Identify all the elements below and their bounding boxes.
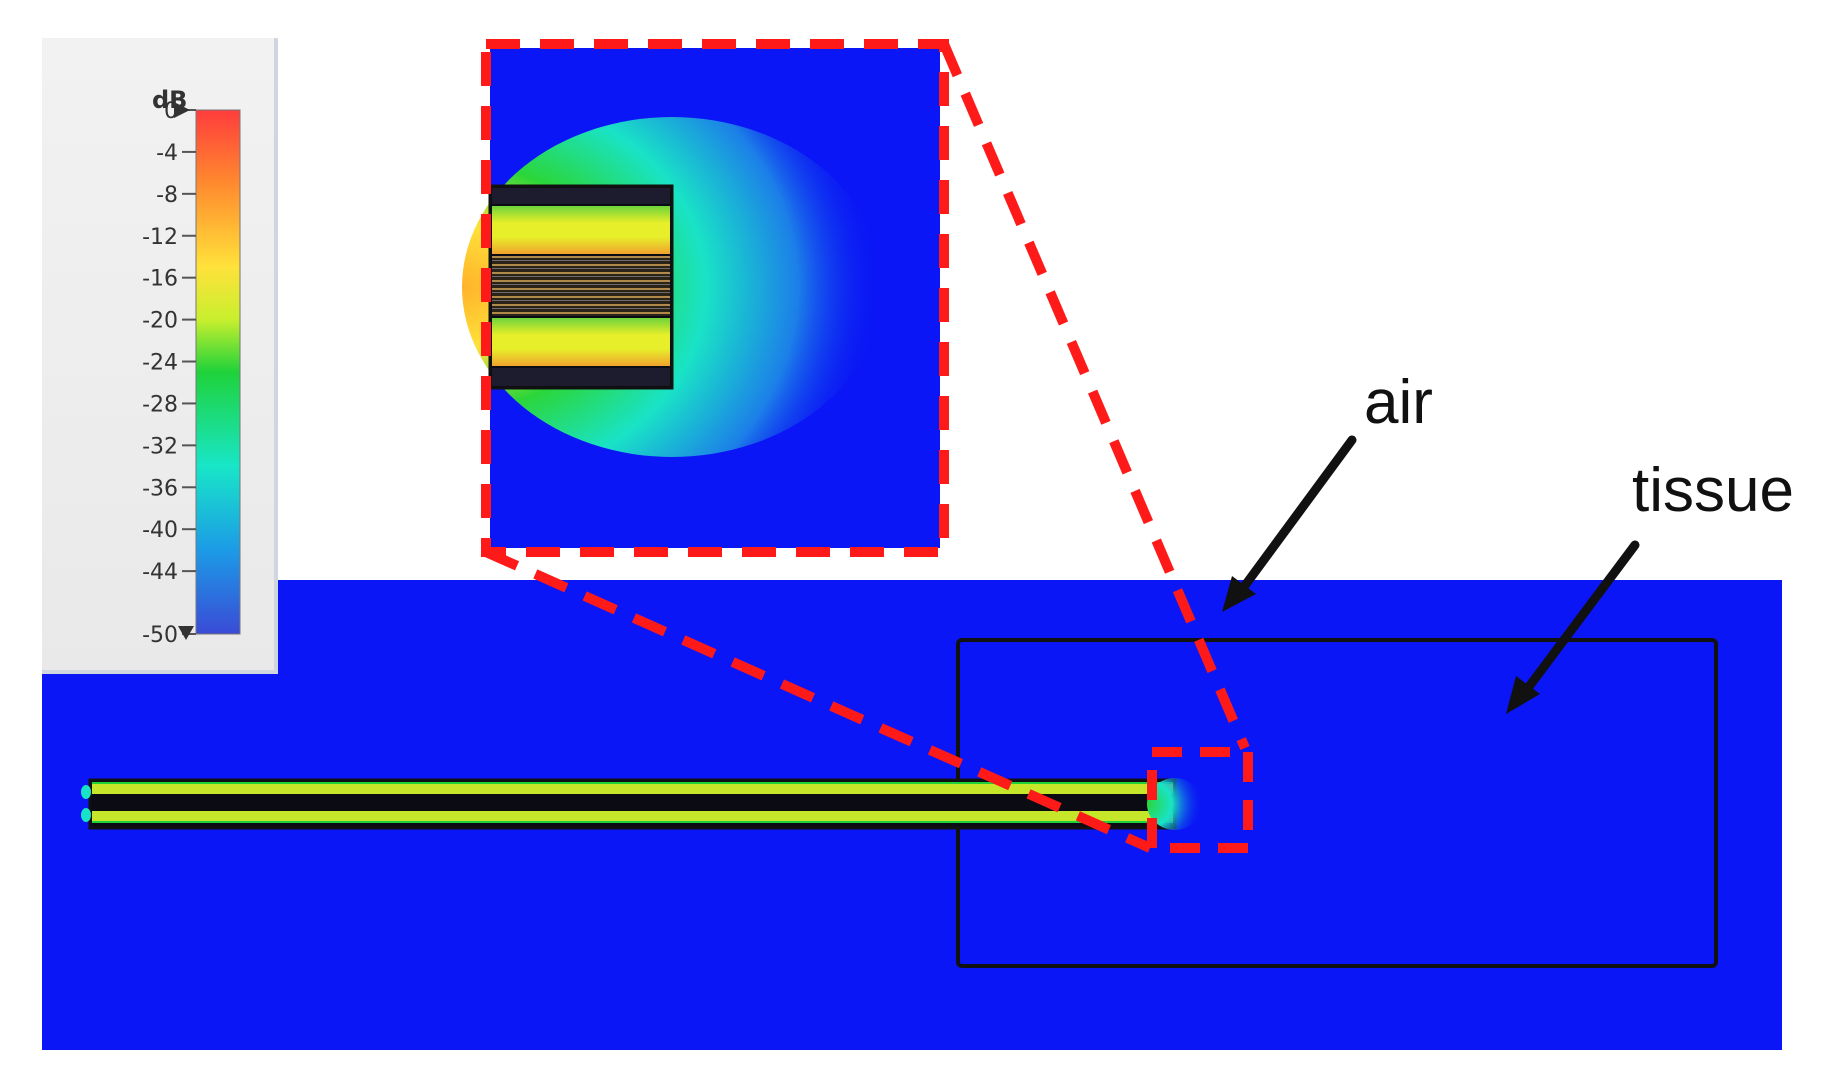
zoom-inset xyxy=(462,48,940,548)
colorbar-tick-label: -24 xyxy=(142,351,178,376)
colorbar-ticks: 0-4-8-12-16-20-24-28-32-36-40-44-50 xyxy=(142,99,196,648)
colorbar-tick-label: -12 xyxy=(142,225,178,250)
colorbar-tick-label: -20 xyxy=(142,309,178,334)
colorbar: 0-4-8-12-16-20-24-28-32-36-40-44-50 xyxy=(142,99,241,648)
colorbar-legend: dB 0-4-8-12-16-20-24-28-32-36-40-44-50 xyxy=(42,38,278,674)
colorbar-tick-label: -16 xyxy=(142,267,178,292)
air-label: air xyxy=(1364,368,1433,437)
colorbar-tick-label: -36 xyxy=(142,476,178,501)
probe-tip-field xyxy=(1147,778,1203,830)
tissue-arrow xyxy=(1506,540,1640,714)
zoom-frame xyxy=(481,39,1250,853)
colorbar-tick-label: -40 xyxy=(142,518,178,543)
top-marker-icon xyxy=(174,102,190,118)
probe-main xyxy=(81,778,1203,830)
zoom-source-box xyxy=(1147,747,1253,853)
bottom-marker-icon xyxy=(178,626,194,640)
colorbar-tick-label: -50 xyxy=(142,623,178,648)
colorbar-tick-label: -28 xyxy=(142,392,178,417)
colorbar-tick-label: -44 xyxy=(142,560,178,585)
air-arrow xyxy=(1222,435,1357,612)
colorbar-tick-label: -32 xyxy=(142,434,178,459)
colorbar-tick-label: -4 xyxy=(156,141,178,166)
colorbar-tick-label: -8 xyxy=(156,183,178,208)
probe-core xyxy=(492,256,670,316)
colorbar-gradient xyxy=(195,109,241,635)
tissue-label: tissue xyxy=(1632,456,1794,525)
